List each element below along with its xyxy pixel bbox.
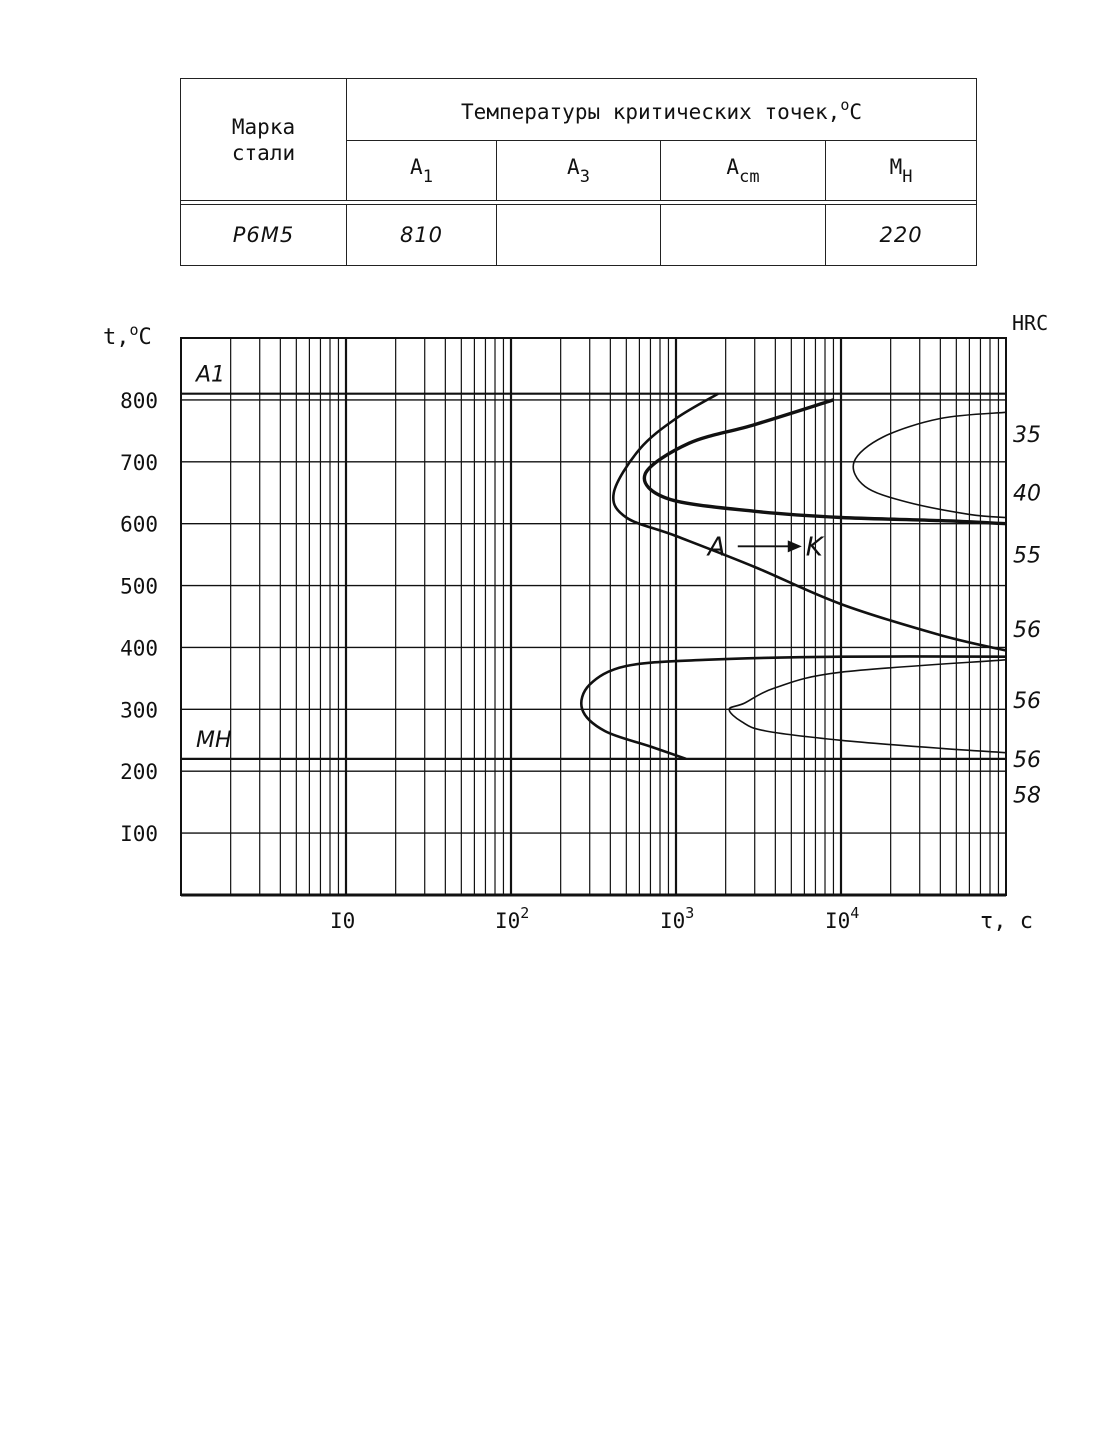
x-axis-label: τ, с (980, 909, 1033, 934)
y-tick-label: 500 (120, 575, 158, 599)
reference-line-label: A1 (194, 363, 225, 388)
brand-header-cell: Марка стали (180, 78, 347, 201)
plot-frame (180, 337, 1007, 896)
y-tick-label: 800 (120, 389, 158, 413)
col-header-acm-sub: cm (739, 166, 760, 187)
y-tick-label: 300 (120, 698, 158, 722)
group-header-degree: о (840, 95, 850, 114)
col-header-a1-sub: 1 (422, 166, 433, 187)
hrc-value-label: 40 (1013, 482, 1041, 507)
brand-header-line-1: Марка (231, 114, 296, 139)
x-tick-label: I0 (330, 909, 355, 933)
col-header-acm-base: А (726, 154, 740, 179)
y-tick-label: I00 (120, 822, 158, 846)
col-header-a3-base: А (567, 154, 580, 179)
transformation-curve (852, 411, 1007, 519)
y-tick-label: 600 (120, 513, 158, 537)
col-header-mn-sub: Н (902, 166, 913, 187)
hrc-value-label: 35 (1013, 423, 1041, 448)
transformation-curve (642, 398, 1007, 526)
brand-header-line-2: стали (231, 140, 296, 165)
cell-mn: 220 (824, 204, 978, 266)
y-axis-label: t,оС (103, 321, 152, 350)
annotation-arrow-head (787, 540, 802, 553)
y-tick-label: 700 (120, 451, 158, 475)
hrc-value-label: 55 (1013, 544, 1041, 569)
hrc-value-label: 58 (1013, 784, 1041, 809)
group-header-unit: С (849, 99, 863, 124)
group-header-text: Температуры критических точек, (461, 99, 841, 124)
transformation-curve (579, 655, 1007, 761)
hrc-value-label: 56 (1013, 618, 1041, 643)
reference-line-label: MH (196, 728, 232, 753)
transformation-curve (728, 659, 1007, 754)
cell-a3 (496, 204, 661, 266)
cell-a1: 810 (346, 204, 497, 266)
cell-acm (660, 204, 826, 266)
x-tick-label: I04 (825, 904, 859, 933)
annotation-k-label: K (806, 532, 825, 562)
col-header-mn-base: М (889, 154, 903, 179)
y-tick-label: 200 (120, 760, 158, 784)
critical-points-table: Марка стали Температуры критических точе… (179, 78, 978, 266)
col-header-a1-base: А (410, 154, 423, 179)
x-tick-label: I03 (660, 904, 694, 933)
col-header-a3-sub: 3 (579, 166, 590, 187)
cell-brand: Р6М5 (180, 204, 347, 266)
annotation-a-label: A (706, 532, 726, 562)
transformation-curve (612, 392, 1007, 652)
hrc-axis-label: HRC (1012, 311, 1048, 335)
col-header-a1: А1 (346, 140, 497, 201)
hrc-value-label: 56 (1013, 748, 1041, 773)
x-tick-label: I02 (495, 904, 529, 933)
hrc-value-label: 56 (1013, 689, 1041, 714)
col-header-a3: А3 (496, 140, 661, 201)
y-tick-label: 400 (120, 636, 158, 660)
col-header-acm: Аcm (660, 140, 826, 201)
